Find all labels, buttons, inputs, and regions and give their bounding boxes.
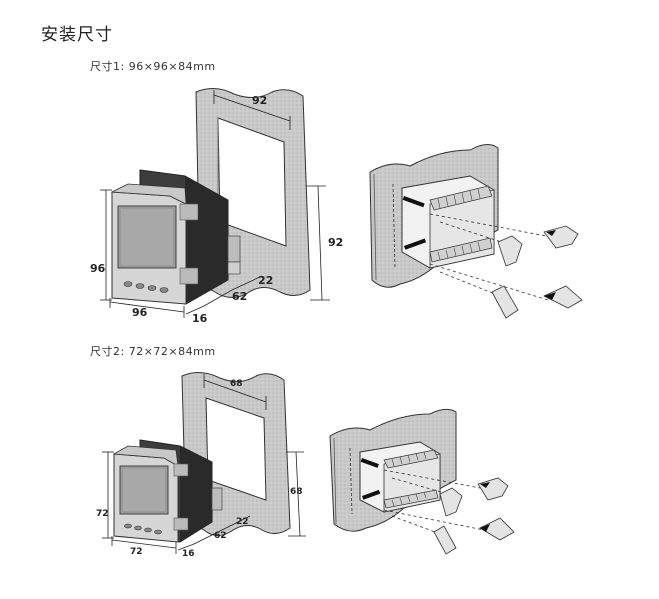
size2-terminal-depth: 22	[236, 517, 249, 527]
size2-mounting-clips	[433, 477, 515, 555]
size2-label: 尺寸2: 72×72×84mm	[90, 345, 216, 358]
size1-front-view: 92 92 96 96 16 62 22	[90, 88, 343, 325]
size2-front-height: 72	[96, 509, 109, 519]
size2-front-width: 72	[130, 547, 143, 557]
size2-body-depth: 62	[214, 531, 227, 541]
size1-rear-view	[369, 144, 583, 319]
size2-cutout	[205, 397, 267, 501]
size1-front-height: 96	[90, 262, 106, 275]
size1-panel-width: 92	[252, 94, 267, 107]
size2-panel-height: 68	[290, 487, 303, 497]
size2-front-depth: 16	[182, 549, 195, 559]
size2-panel-width: 68	[230, 379, 243, 389]
size1-body-depth: 62	[232, 290, 247, 303]
page-title: 安装尺寸	[41, 25, 113, 45]
size1-label: 尺寸1: 96×96×84mm	[90, 60, 216, 73]
size1-meter-buttons	[123, 281, 169, 293]
size1-mounting-clips	[491, 225, 583, 319]
size1-front-depth: 16	[192, 312, 208, 325]
size2-meter-buttons	[124, 523, 162, 535]
size1-terminal-depth: 22	[258, 274, 273, 287]
size2-rear-view	[329, 408, 515, 555]
size1-panel-height: 92	[328, 236, 343, 249]
size2-front-view: 68 68 72 72 16 62 22	[96, 372, 306, 559]
size1-cutout	[217, 117, 287, 247]
size1-front-width: 96	[132, 306, 148, 319]
